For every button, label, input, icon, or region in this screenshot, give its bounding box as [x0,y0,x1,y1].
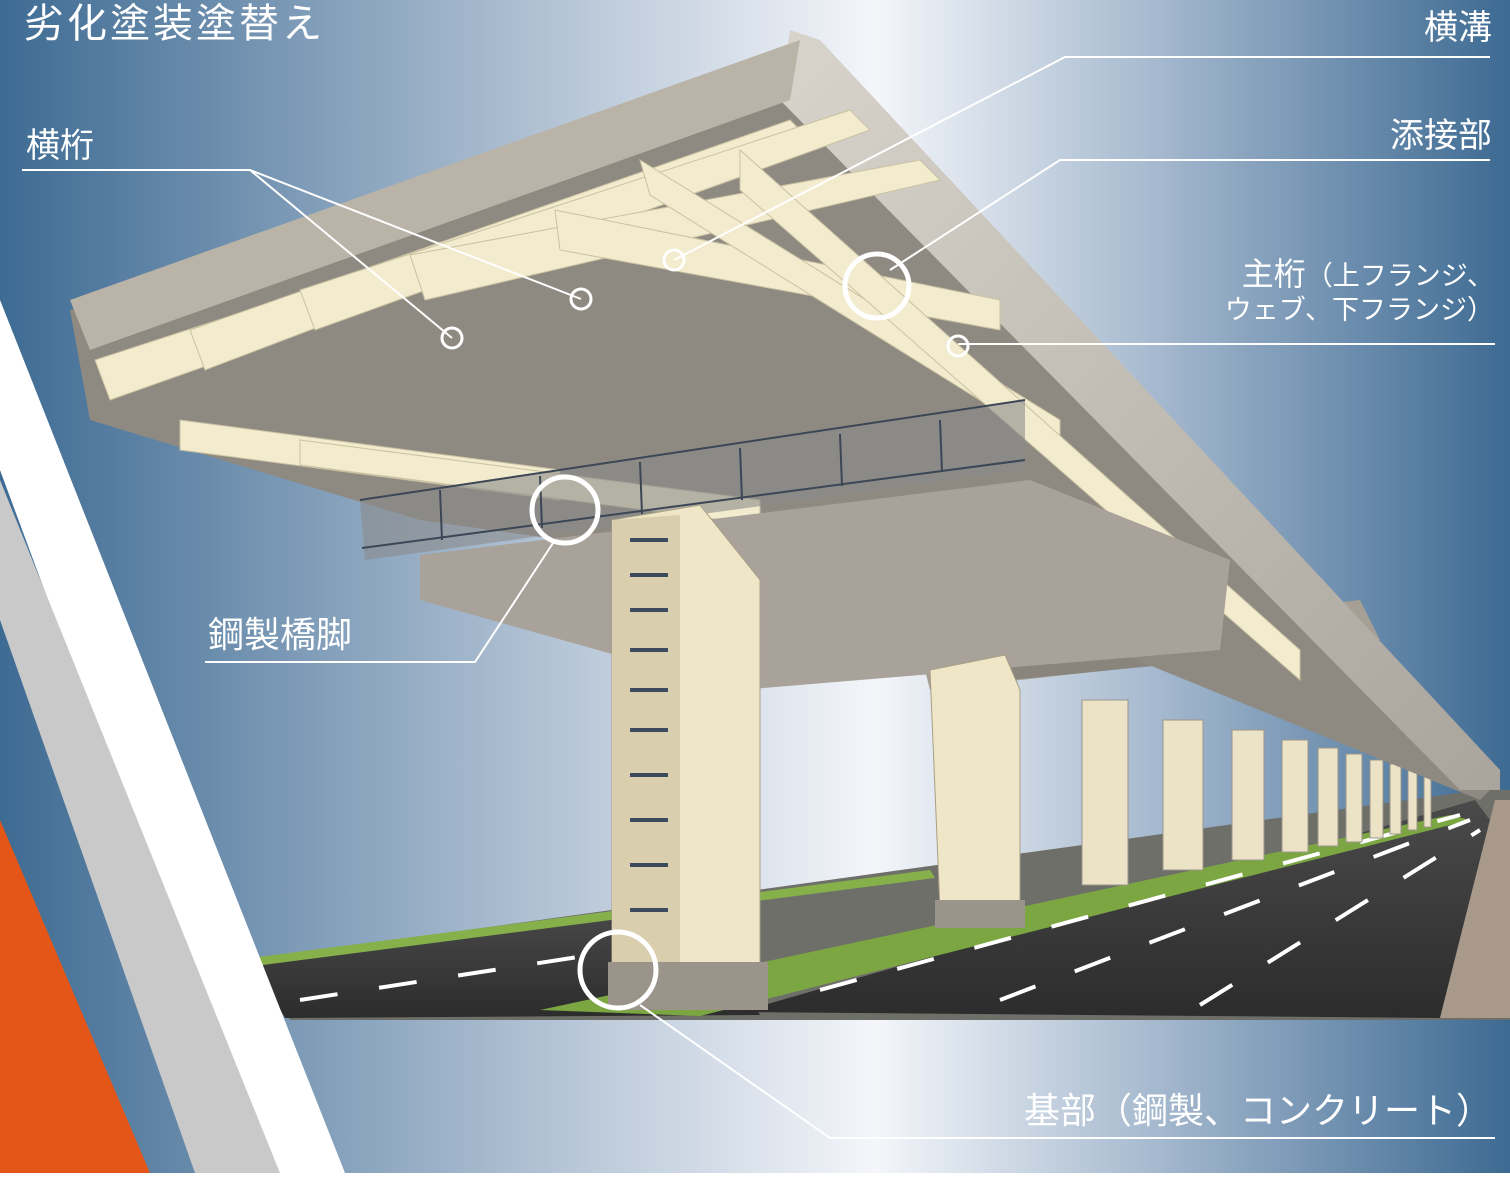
callout-shugeta-sub: （上フランジ、 [1305,261,1494,292]
main-pier-side [612,515,680,1000]
second-pier-footing [935,900,1025,928]
marker-yokomizo [662,248,686,272]
marker-tensetsu [842,251,912,321]
callout-shugeta-main: 主桁 [1241,255,1306,293]
marker-shugeta [946,334,970,358]
pier-ladder [630,538,668,912]
leader-yokomizo [673,56,1490,261]
callout-kibu: 基部（鋼製、コンクリート） [1023,1091,1492,1132]
leader-tensetsu [889,159,1490,271]
marker-kibu [577,929,659,1011]
callout-tensetsu: 添接部 [1390,116,1492,156]
callout-shugeta: 主桁（上フランジ、 ウェブ、下フランジ） [1225,254,1494,328]
callout-yokomizo: 横溝 [1424,8,1492,48]
marker-yokogeta-2 [569,287,593,311]
callout-yokogeta: 横桁 [26,126,94,166]
stripe-white [0,300,345,1173]
leader-lines [22,56,1495,1139]
distant-piers [1081,699,1432,886]
callout-shugeta-line1: 主桁（上フランジ、 [1225,254,1494,294]
callout-kyakyaku: 鋼製橋脚 [208,615,353,656]
grass-strip-left [250,870,935,966]
leader-yokogeta-b [249,169,582,300]
stripe-orange [0,820,150,1173]
leader-kibu [639,1004,1495,1139]
sidewalk [1440,800,1510,1018]
marker-yokogeta-1 [440,326,464,350]
page-title: 劣化塗装塗替え [24,1,325,47]
stripe-gray [0,480,280,1173]
callout-shugeta-line2: ウェブ、下フランジ） [1224,295,1494,326]
marker-kyakyaku [529,474,601,546]
marker-circles [440,248,970,1011]
deck-slab-edge [70,40,800,350]
deck-slab-top [780,30,1500,790]
pier-cap-railing [360,400,1025,560]
second-pier-column [929,654,1021,911]
railing-posts [359,399,1026,549]
leader-kyakyaku [205,539,556,663]
